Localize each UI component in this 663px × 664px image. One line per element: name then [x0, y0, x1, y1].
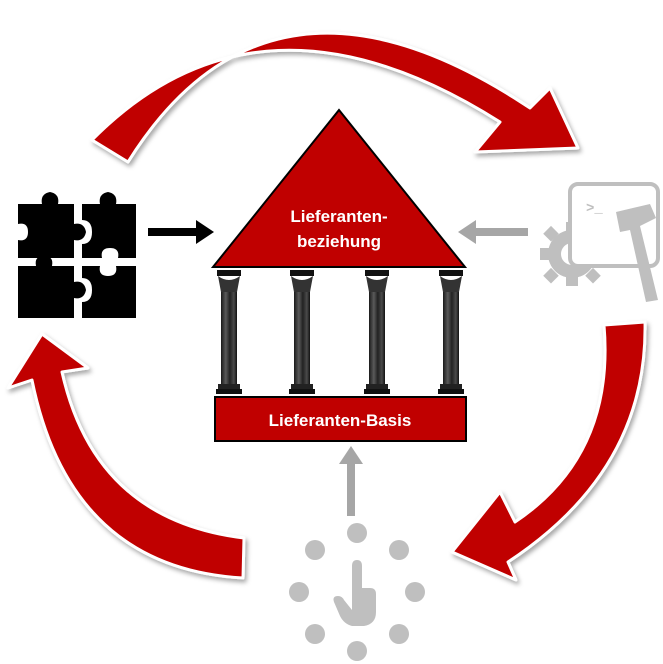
arrow-bottom-to-house [339, 446, 363, 516]
svg-text:>_: >_ [586, 201, 603, 217]
cycle-arrow-top [90, 31, 580, 164]
roof-label-line2: beziehung [297, 232, 381, 251]
arrow-right-to-house [458, 220, 528, 244]
hand-pointer-icon [333, 560, 376, 626]
cycle-arrow-right [450, 320, 647, 582]
pillar [289, 270, 315, 394]
roof-label-line1: Lieferanten- [290, 207, 387, 226]
cycle-arrows [6, 31, 647, 582]
pillar [364, 270, 390, 394]
supplier-house: Lieferanten- beziehung [210, 108, 468, 442]
house-roof [210, 108, 468, 268]
house-base [214, 396, 467, 442]
pillar [216, 270, 242, 394]
arrow-left-to-house [148, 220, 214, 244]
base-label: Lieferanten-Basis [269, 411, 412, 430]
pillar [438, 270, 464, 394]
touch-gesture-icon [289, 523, 425, 661]
development-tools-icon: >_ [540, 182, 660, 302]
hammer-icon [616, 204, 658, 302]
house-pillars [216, 270, 464, 394]
input-arrows [148, 220, 528, 516]
puzzle-icon [18, 192, 136, 318]
cycle-arrow-left [6, 332, 246, 580]
